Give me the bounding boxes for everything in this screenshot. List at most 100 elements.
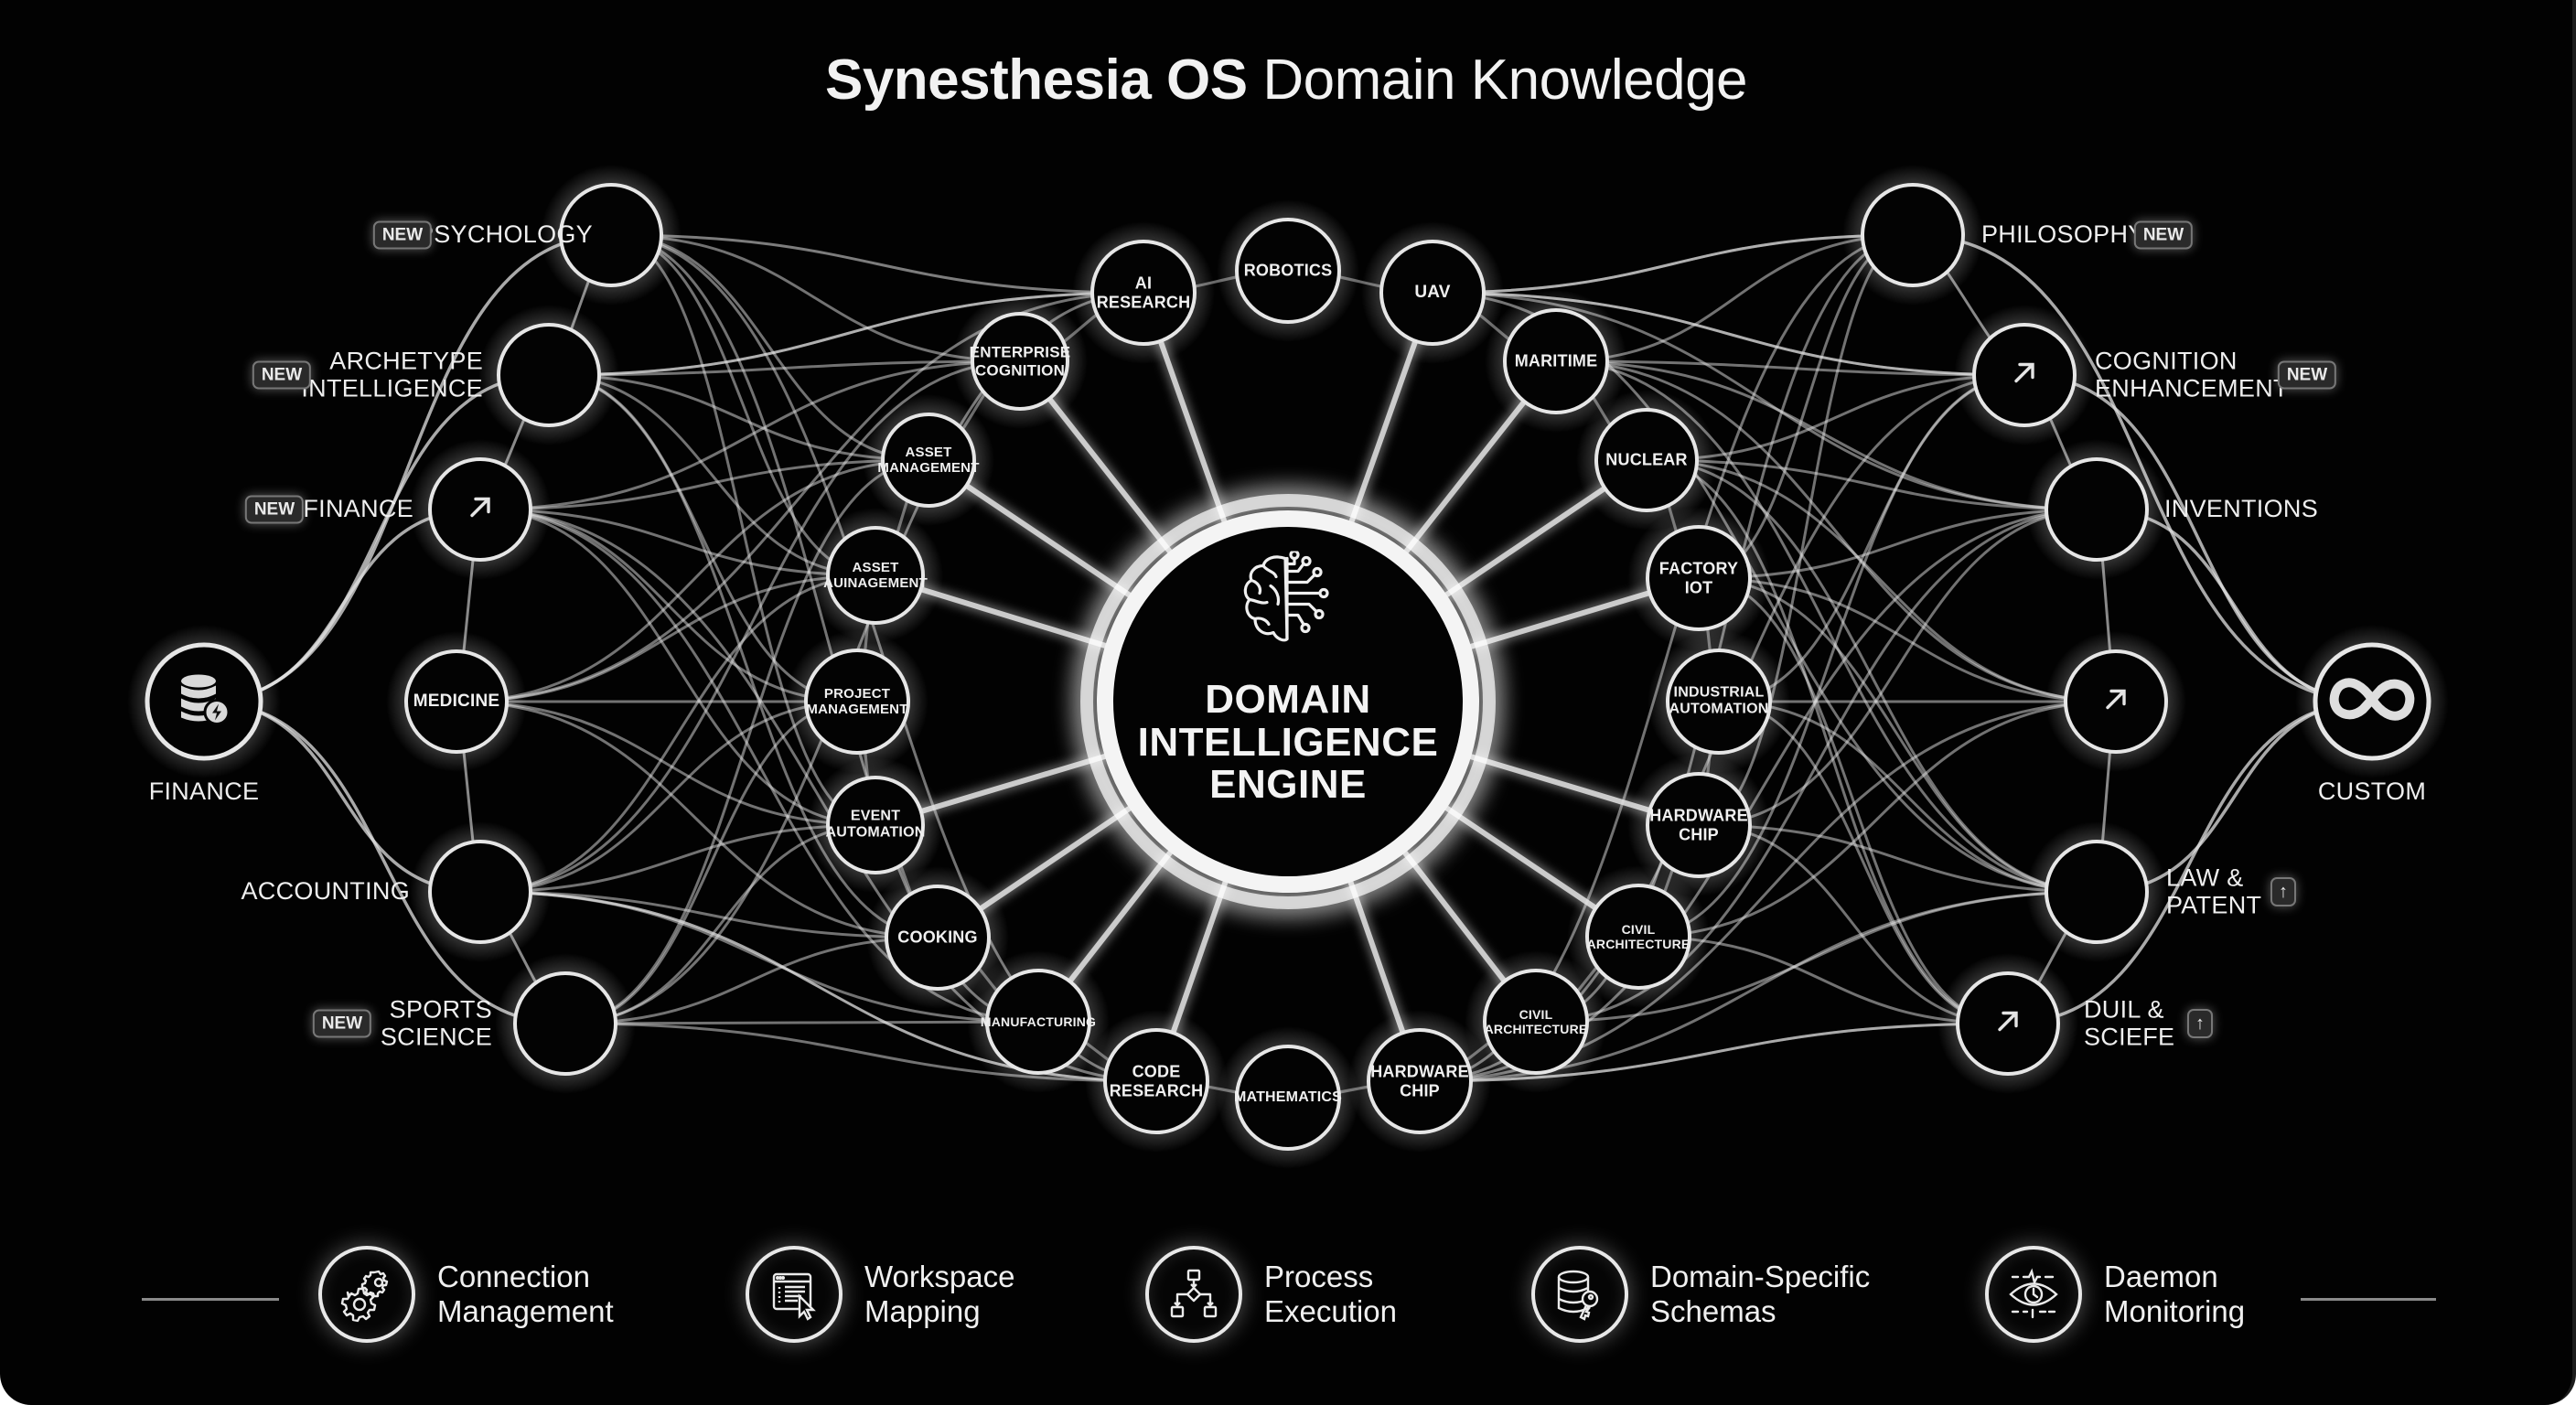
node-philosophy[interactable] — [1861, 183, 1965, 287]
node-asset-management[interactable] — [881, 413, 976, 508]
engine-title: DOMAIN INTELLIGENCE ENGINE — [1138, 678, 1439, 807]
connection-line — [478, 508, 877, 577]
node-hardware-chip-bottom[interactable] — [1367, 1028, 1473, 1134]
label-line: CIVIL — [1621, 921, 1656, 937]
label-line: IoT — [1684, 578, 1713, 596]
connection-line — [478, 359, 1022, 894]
node-inventions[interactable] — [2045, 457, 2149, 562]
node-mathematics[interactable] — [1235, 1045, 1341, 1151]
label-line: EVENT — [850, 808, 901, 824]
label-line: MARITIME — [1514, 351, 1598, 370]
arrow-up-icon[interactable]: ↑ — [2270, 877, 2296, 906]
node-civil-architecture-1[interactable] — [1585, 884, 1691, 990]
label-line: RESEARCH — [1109, 1081, 1204, 1099]
node-enterprise-cognition[interactable] — [971, 312, 1069, 411]
label-line: COOKING — [897, 928, 978, 947]
node-cooking[interactable] — [885, 885, 991, 991]
node-event-automation[interactable] — [826, 776, 925, 874]
label-line: MANAGEMENT — [806, 702, 908, 717]
new-badge: NEW — [312, 1009, 372, 1038]
label-line: PROJECT — [823, 685, 891, 702]
feature-label-line-1: Daemon — [2104, 1260, 2218, 1294]
node-cognition-enhancement[interactable] — [1972, 323, 2077, 427]
feature-label-line-2: Monitoring — [2104, 1294, 2246, 1328]
label-line: ACCOUNTING — [241, 877, 410, 906]
connection-line — [1697, 823, 2098, 894]
node-factory-iot[interactable] — [1646, 525, 1752, 631]
node-psychology[interactable] — [559, 183, 663, 287]
side-label-law-patent: LAW &PATENT — [2166, 864, 2261, 918]
node-industrial-automation[interactable] — [1666, 649, 1772, 755]
node-label-robotics: ROBOTICS — [1244, 262, 1333, 281]
connection-line — [1637, 373, 2026, 938]
feature-domain-specific-schemas[interactable]: Domain-Specific Schemas — [1531, 1244, 1870, 1345]
node-archetype-intelligence[interactable] — [497, 323, 601, 427]
arrow-up-icon[interactable]: ↑ — [2187, 1009, 2213, 1038]
label-line: FINANCE — [303, 495, 413, 523]
label-line: SPORTS — [389, 995, 492, 1024]
node-asset-auinagement[interactable] — [826, 526, 925, 625]
feature-label-line-2: Execution — [1264, 1294, 1397, 1328]
connection-line — [478, 508, 877, 827]
node-nuclear[interactable] — [1594, 408, 1699, 512]
feature-label-line-2: Schemas — [1650, 1294, 1776, 1328]
connection-line — [1697, 508, 2098, 827]
feature-daemon-monitoring[interactable]: Daemon Monitoring — [1985, 1244, 2245, 1345]
database-key-icon — [1531, 1246, 1628, 1343]
arrow-up-right-icon — [467, 494, 494, 526]
connection-line — [564, 458, 930, 1025]
label-line: SCIEFE — [2084, 1023, 2175, 1050]
connection-line — [1637, 700, 2118, 938]
node-sports-science[interactable] — [513, 971, 617, 1076]
new-badge: NEW — [252, 360, 312, 390]
connection-line — [478, 359, 1022, 511]
feature-process-execution[interactable]: Process Execution — [1145, 1244, 1397, 1345]
node-hardware-chip-right[interactable] — [1646, 772, 1752, 878]
node-project-management[interactable] — [804, 649, 910, 755]
label-line: AI — [1134, 273, 1153, 293]
connection-line — [547, 359, 1022, 377]
node-duil-science[interactable] — [1956, 971, 2060, 1076]
feature-label-line-1: Connection — [437, 1260, 590, 1294]
node-manufacturing[interactable] — [985, 969, 1091, 1075]
connection-line — [609, 233, 1145, 295]
node-maritime[interactable] — [1503, 308, 1609, 414]
node-unnamed-arrow[interactable] — [2064, 649, 2168, 754]
gears-icon — [318, 1246, 415, 1343]
feature-workspace-mapping[interactable]: Workspace Mapping — [746, 1244, 1014, 1345]
arrow-up-right-icon — [2011, 359, 2038, 391]
node-finance[interactable] — [428, 457, 532, 562]
connection-line — [1697, 576, 2098, 894]
arrow-up-right-icon — [1994, 1008, 2022, 1040]
connection-line — [455, 700, 877, 827]
feature-label-line-1: Process — [1264, 1260, 1374, 1294]
custom-hub-label: CUSTOM — [2317, 778, 2427, 805]
connection-line — [1697, 576, 2118, 703]
node-uav[interactable] — [1379, 240, 1486, 346]
connection-line — [1554, 359, 2026, 377]
footer-divider-left — [142, 1298, 279, 1301]
label-line: ENTERPRISE — [969, 343, 1071, 361]
node-law-patent[interactable] — [2045, 840, 2149, 944]
node-robotics[interactable] — [1235, 218, 1341, 324]
new-badge: NEW — [244, 495, 305, 524]
node-code-research[interactable] — [1103, 1028, 1209, 1134]
label-line: LAW & — [2166, 863, 2244, 892]
node-finance-hub[interactable] — [145, 642, 263, 761]
page-title: Synesthesia OS Domain Knowledge — [0, 48, 2572, 113]
node-medicine[interactable] — [404, 649, 509, 754]
browser-cursor-icon — [746, 1246, 843, 1343]
label-line: COGNITION — [2095, 347, 2238, 375]
label-line: DUIL & — [2084, 995, 2164, 1024]
eye-monitor-icon — [1985, 1246, 2082, 1343]
domain-intelligence-engine[interactable] — [1097, 510, 1479, 893]
feature-connection-management[interactable]: Connection Management — [318, 1244, 614, 1345]
node-civil-architecture-2[interactable] — [1483, 969, 1589, 1075]
node-ai-research[interactable] — [1090, 240, 1197, 346]
node-accounting[interactable] — [428, 840, 532, 944]
